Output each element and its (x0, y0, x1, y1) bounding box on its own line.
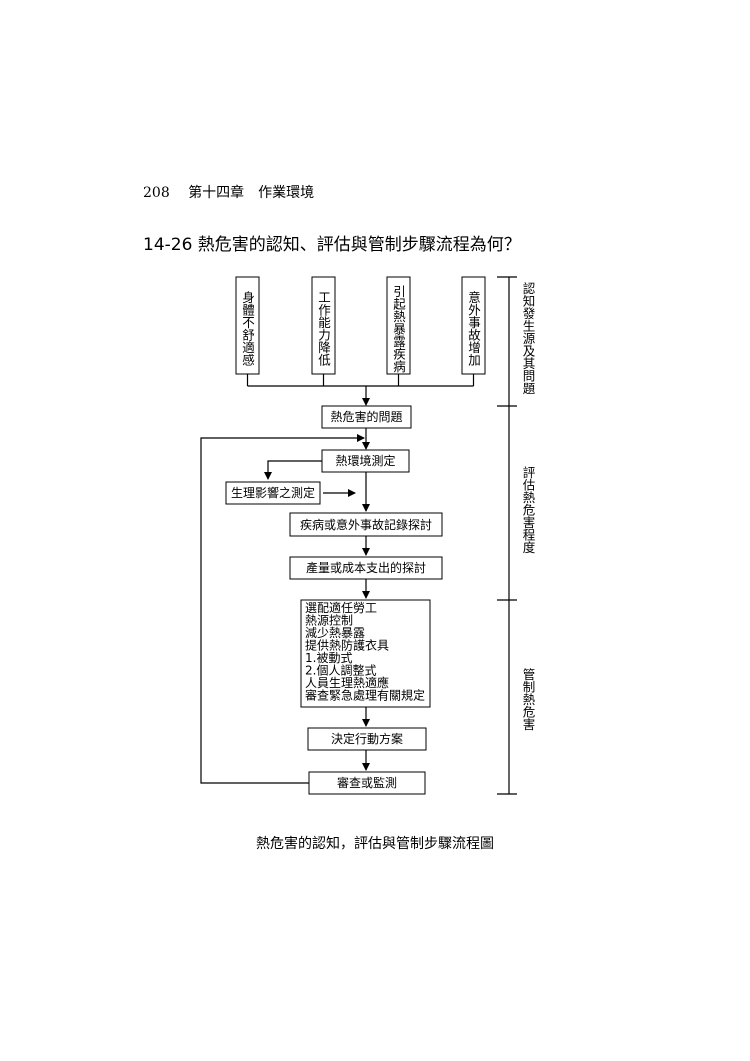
review-monitor-box: 審查或監測 (308, 771, 426, 795)
stage-control-label: 管制熱危害 (521, 667, 536, 731)
top-box-2: 工作能力降低 (311, 276, 336, 375)
env-measure-box: 熱環境測定 (321, 449, 410, 473)
top-box-2-label: 工作能力降低 (316, 291, 331, 367)
heat-problem-label: 熱危害的問題 (330, 409, 402, 424)
cost-review-box: 產量或成本支出的探討 (289, 556, 443, 580)
section-question: 14-26 熱危害的認知、評估與管制步驟流程為何？ (143, 235, 521, 255)
top-box-1: 身體不舒適感 (235, 276, 260, 375)
decide-plan-box: 決定行動方案 (307, 727, 427, 751)
control-item-6: 2.個人調整式 (305, 663, 376, 678)
review-monitor-label: 審查或監測 (337, 775, 397, 790)
control-item-4: 提供熱防護衣具 (305, 638, 389, 653)
control-item-5: 1.被動式 (305, 651, 352, 665)
figure-caption: 熱危害的認知，評估與管制步驟流程圖 (256, 836, 494, 852)
stage-evaluation-label: 評估熱危害程度 (521, 465, 536, 554)
physio-measure-box: 生理影響之測定 (225, 481, 321, 505)
env-measure-label: 熱環境測定 (335, 453, 395, 468)
top-box-3: 引起熱暴露疾病 (386, 276, 411, 375)
records-review-label: 疾病或意外事故記錄探討 (300, 517, 432, 532)
top-box-4: 意外事故增加 (461, 276, 486, 375)
top-box-3-label: 引起熱暴露疾病 (391, 285, 406, 373)
arrow-to-physio (264, 460, 322, 480)
control-item-3: 減少熱暴露 (305, 625, 365, 640)
cost-review-label: 產量或成本支出的探討 (306, 560, 426, 575)
feedback-loop (200, 434, 365, 784)
control-measures-box: 選配適任勞工 熱源控制 減少熱暴露 提供熱防護衣具 1.被動式 2.個人調整式 … (300, 599, 431, 708)
control-item-2: 熱源控制 (305, 614, 353, 628)
top-box-4-label: 意外事故增加 (466, 290, 481, 367)
top-box-1-label: 身體不舒適感 (240, 290, 255, 366)
records-review-box: 疾病或意外事故記錄探討 (289, 512, 443, 537)
stage-bracket (497, 276, 517, 795)
control-item-7: 人員生理熱適應 (305, 675, 389, 690)
heat-problem-box: 熱危害的問題 (321, 405, 412, 429)
stage-recognition-label: 認知發生源及其問題 (521, 281, 536, 395)
physio-measure-label: 生理影響之測定 (231, 485, 315, 500)
control-item-8: 審查緊急處理有關規定 (305, 688, 425, 703)
page-number: 208 (143, 185, 170, 201)
page-header: 208 第十四章 作業環境 (143, 182, 314, 202)
chapter-title: 第十四章 作業環境 (188, 185, 315, 201)
decide-plan-label: 決定行動方案 (331, 731, 403, 746)
merge-connector (246, 374, 475, 406)
control-item-1: 選配適任勞工 (305, 600, 377, 615)
